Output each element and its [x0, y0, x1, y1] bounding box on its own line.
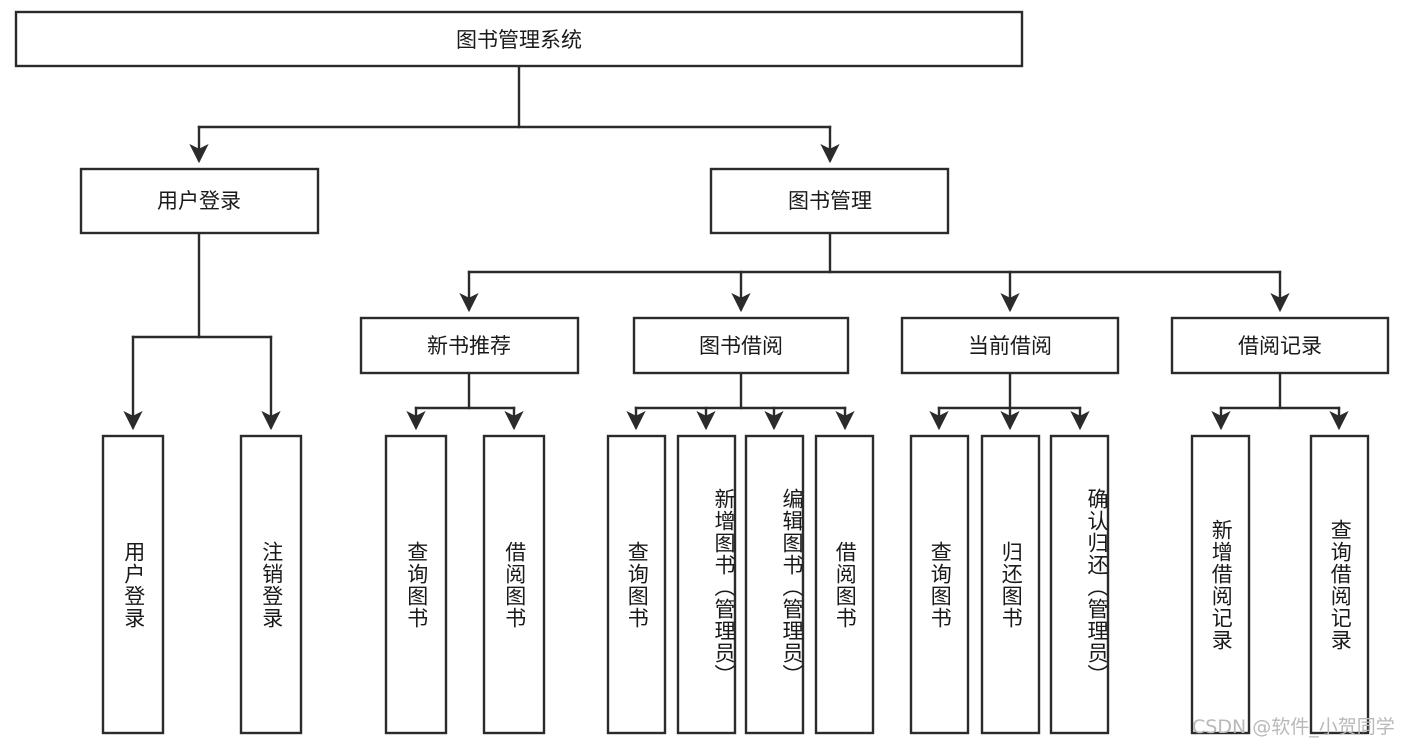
leaf-box[interactable]	[814, 434, 875, 735]
node-book-borrow-label: 图书借阅	[699, 334, 783, 358]
node-book-borrow[interactable]: 图书借阅	[632, 316, 850, 375]
csdn-watermark: CSDN @软件_小贺同学	[1192, 716, 1395, 738]
node-book-management-label: 图书管理	[788, 189, 872, 213]
connector-borrow-to-leaves	[626, 371, 855, 431]
node-current-borrow[interactable]: 当前借阅	[900, 316, 1120, 375]
node-current-borrow-label: 当前借阅	[968, 334, 1052, 358]
leaf-box[interactable]	[384, 434, 448, 735]
leaf-box[interactable]	[744, 434, 805, 735]
node-new-book-recommend-label: 新书推荐	[427, 334, 511, 358]
leaf-box[interactable]	[676, 434, 737, 735]
node-borrow-record[interactable]: 借阅记录	[1170, 316, 1390, 375]
leaf-box[interactable]	[606, 434, 667, 735]
node-user-login[interactable]: 用户登录	[79, 167, 320, 235]
node-new-book-recommend[interactable]: 新书推荐	[359, 316, 580, 375]
node-book-management[interactable]: 图书管理	[709, 167, 950, 235]
node-borrow-record-label: 借阅记录	[1238, 334, 1322, 358]
node-root-label: 图书管理系统	[456, 28, 582, 52]
leaf-box[interactable]	[239, 434, 303, 735]
connector-new-book-to-leaves	[406, 371, 524, 431]
connector-borrow-record-to-leaves	[1211, 371, 1349, 431]
leaf-box[interactable]	[1190, 434, 1251, 735]
connector-user-login-to-leaves	[123, 231, 281, 431]
node-user-login-label: 用户登录	[157, 189, 241, 213]
leaf-box[interactable]	[1309, 434, 1370, 735]
leaf-box[interactable]	[909, 434, 970, 735]
leaf-box[interactable]	[1049, 434, 1110, 735]
leaf-box[interactable]	[980, 434, 1041, 735]
connector-book-mgmt-to-level3	[459, 231, 1290, 313]
connector-root-to-level2	[189, 64, 840, 164]
leaf-box[interactable]	[101, 434, 165, 735]
connector-current-borrow-to-leaves	[929, 371, 1090, 431]
leaf-boxes	[101, 434, 1370, 735]
leaf-box[interactable]	[482, 434, 546, 735]
node-root[interactable]: 图书管理系统	[14, 10, 1024, 68]
